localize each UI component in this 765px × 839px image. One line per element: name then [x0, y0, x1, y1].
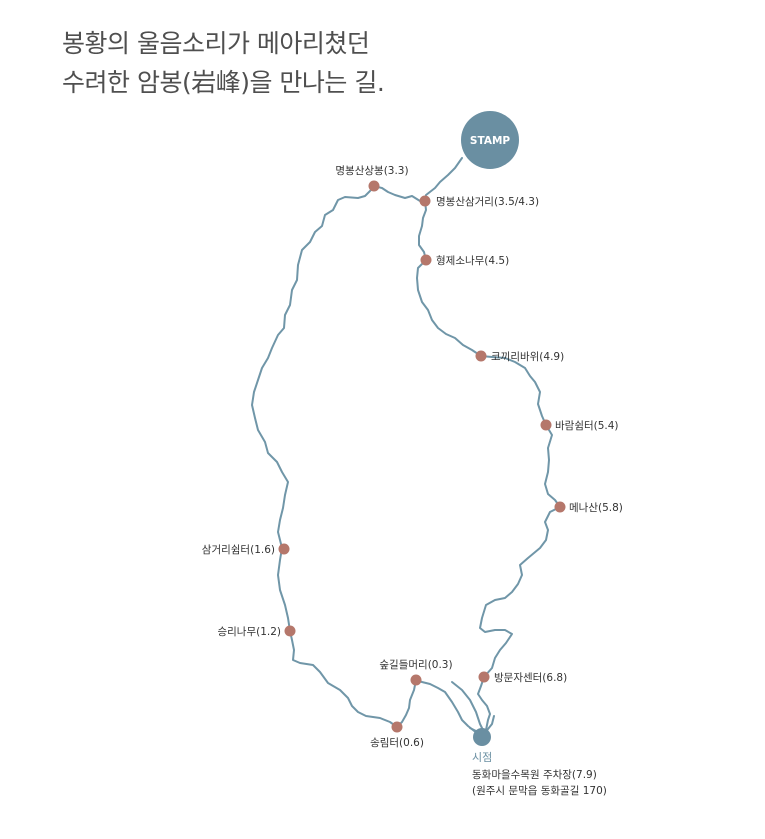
- start-address: (원주시 문막읍 동화골길 170): [472, 784, 607, 797]
- poi-label: 코끼리바위(4.9): [491, 350, 564, 363]
- poi-label: 형제소나무(4.5): [436, 255, 509, 267]
- stamp-label: STAMP: [470, 135, 510, 147]
- page-title: 봉황의 울음소리가 메아리쳤던 수려한 암봉(岩峰)을 만나는 길.: [62, 24, 385, 102]
- start-title: 시점: [472, 751, 492, 764]
- headline-line-2: 수려한 암봉(岩峰)을 만나는 길.: [62, 68, 385, 97]
- poi-marker: [475, 350, 487, 362]
- poi-marker: [284, 625, 296, 637]
- poi-brother-pine[interactable]: 형제소나무(4.5): [420, 254, 510, 268]
- poi-label: 메나산(5.8): [569, 502, 623, 514]
- poi-wind-shelter[interactable]: 바람쉼터(5.4): [540, 419, 619, 432]
- poi-elephant-rock[interactable]: 코끼리바위(4.9): [475, 350, 565, 363]
- poi-label: 바람쉼터(5.4): [555, 419, 619, 432]
- start-place: 동화마을수목원 주차장(7.9): [472, 769, 597, 781]
- poi-marker: [419, 195, 431, 207]
- poi-label: 삼거리쉼터(1.6): [202, 544, 275, 556]
- poi-forest-trailhead[interactable]: 숲길들머리(0.3): [379, 658, 453, 686]
- poi-label: 숲길들머리(0.3): [379, 658, 452, 671]
- poi-marker: [410, 674, 422, 686]
- poi-myeongbong-peak[interactable]: 명봉산상봉(3.3): [335, 165, 409, 192]
- poi-menasan[interactable]: 메나산(5.8): [554, 501, 623, 515]
- poi-songrimteo[interactable]: 송림터(0.6): [370, 721, 424, 750]
- start-marker: [473, 728, 491, 746]
- poi-three-way-shelter[interactable]: 삼거리쉼터(1.6): [202, 543, 290, 557]
- headline-line-1: 봉황의 울음소리가 메아리쳤던: [62, 29, 370, 58]
- stamp-marker[interactable]: STAMP: [461, 111, 519, 169]
- poi-label: 방문자센터(6.8): [494, 672, 567, 684]
- poi-marker: [368, 180, 380, 192]
- poi-marker: [478, 671, 490, 683]
- poi-marker: [554, 501, 566, 513]
- poi-myeongbong-junction[interactable]: 명봉산삼거리(3.5/4.3): [419, 195, 540, 209]
- poi-label: 송림터(0.6): [370, 737, 424, 749]
- poi-label: 승리나무(1.2): [217, 626, 281, 638]
- poi-marker: [540, 419, 552, 431]
- stamp-circle: [461, 111, 519, 169]
- poi-label: 명봉산삼거리(3.5/4.3): [436, 196, 539, 208]
- start-point[interactable]: 시점 동화마을수목원 주차장(7.9) (원주시 문막읍 동화골길 170): [472, 728, 607, 797]
- poi-visitor-center[interactable]: 방문자센터(6.8): [478, 671, 568, 685]
- trail-route: [251, 157, 561, 737]
- poi-marker: [278, 543, 290, 555]
- poi-marker: [391, 721, 403, 733]
- poi-winner-tree[interactable]: 승리나무(1.2): [217, 625, 296, 639]
- poi-label: 명봉산상봉(3.3): [335, 165, 408, 177]
- poi-marker: [420, 254, 432, 266]
